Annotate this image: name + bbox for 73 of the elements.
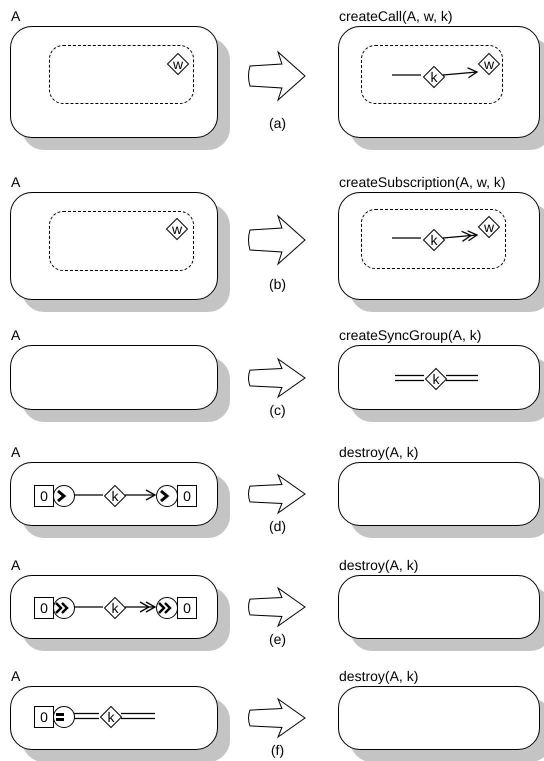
- line: [392, 237, 421, 239]
- port-circle: [156, 597, 178, 619]
- value-text: 0: [40, 710, 48, 724]
- value-text: 0: [40, 489, 48, 503]
- key-diamond: [166, 218, 188, 240]
- value-box: [177, 485, 197, 507]
- edge-label: (c): [269, 402, 286, 418]
- edge-label: (f): [270, 742, 284, 758]
- key-diamond: [423, 229, 445, 251]
- key-label: w: [172, 222, 182, 236]
- key-diamond: [104, 597, 126, 619]
- double-line: [445, 374, 479, 382]
- box-title: createSubscription(A, w, k): [339, 174, 506, 190]
- line: [74, 494, 103, 496]
- key-diamond: [167, 53, 189, 75]
- box-title: A: [11, 327, 20, 343]
- value-box: [34, 706, 54, 728]
- dashed-region: [361, 209, 506, 269]
- value-box: [34, 485, 54, 507]
- box-title: destroy(A, k): [339, 557, 418, 573]
- key-diamond: [100, 706, 122, 728]
- edge-label: (e): [268, 631, 286, 647]
- block-arrow: [248, 474, 306, 514]
- value-box: [34, 597, 54, 619]
- double-line: [394, 374, 425, 382]
- port-circle: [156, 485, 178, 507]
- key-label: w: [484, 220, 494, 234]
- line: [74, 606, 103, 608]
- arrow: [125, 489, 156, 501]
- port-circle: [53, 485, 75, 507]
- box-title: createSyncGroup(A, k): [339, 327, 482, 343]
- value-text: 0: [183, 601, 191, 615]
- key-label: k: [112, 489, 118, 503]
- edge-label: (b): [268, 276, 286, 292]
- key-label: k: [432, 372, 440, 386]
- box-title: A: [11, 557, 20, 573]
- block-arrow: [248, 698, 306, 738]
- key-label: k: [430, 70, 438, 84]
- box-title: destroy(A, k): [339, 668, 418, 684]
- double-line: [73, 712, 100, 720]
- key-diamond: [425, 368, 447, 390]
- box-title: A: [11, 8, 20, 24]
- dashed-region: [49, 211, 194, 271]
- box-title: A: [11, 174, 20, 190]
- block-arrow: [248, 52, 306, 100]
- dashed-region: [49, 45, 194, 104]
- port-circle: [53, 706, 75, 728]
- arrow: [442, 67, 478, 78]
- box-title: destroy(A, k): [339, 444, 418, 460]
- box-title: A: [11, 668, 20, 684]
- key-diamond: [423, 66, 445, 88]
- edge-label: (a): [268, 115, 286, 131]
- key-label: k: [112, 601, 118, 615]
- value-text: 0: [183, 489, 191, 503]
- key-diamond: [104, 485, 126, 507]
- block-arrow: [248, 588, 306, 626]
- edge-label: (d): [268, 518, 286, 534]
- key-label: k: [430, 233, 438, 247]
- block-arrow: [248, 358, 306, 398]
- value-box: [177, 597, 197, 619]
- box-title: createCall(A, w, k): [339, 8, 453, 24]
- key-label: w: [172, 57, 184, 71]
- value-text: 0: [40, 601, 48, 615]
- double-line: [120, 712, 156, 720]
- key-diamond: [478, 53, 500, 75]
- box-title: A: [11, 444, 20, 460]
- line: [392, 74, 421, 76]
- key-label: w: [484, 57, 494, 71]
- block-arrow: [248, 216, 306, 264]
- port-circle: [53, 597, 75, 619]
- key-diamond: [478, 216, 500, 238]
- dashed-region: [361, 45, 503, 104]
- key-label: k: [108, 710, 114, 724]
